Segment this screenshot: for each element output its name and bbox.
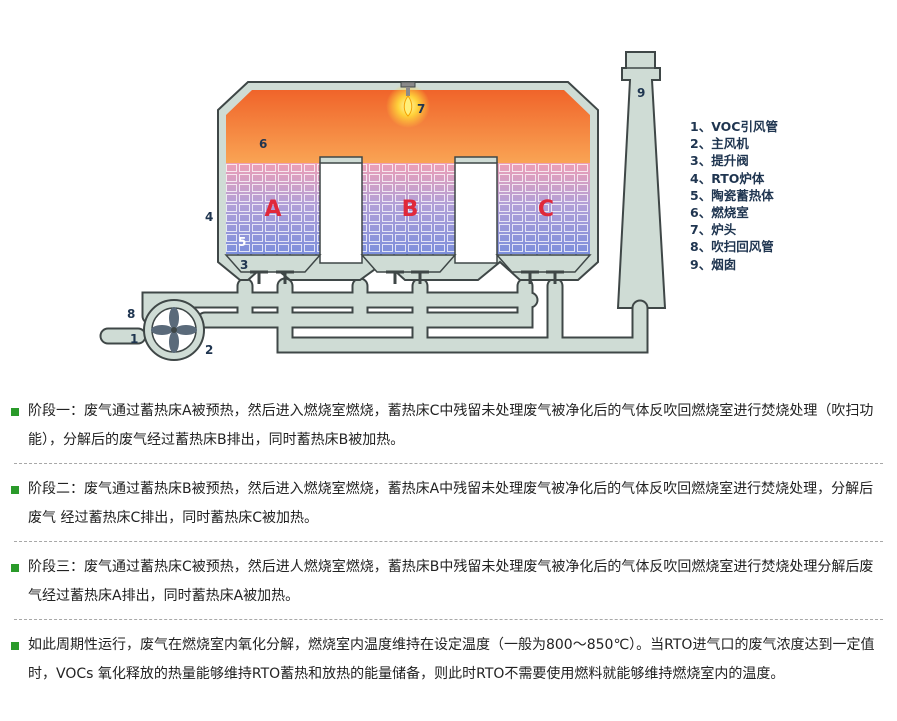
component-legend: 1、VOC引风管 2、主风机 3、提升阀 4、RTO炉体 5、陶瓷蓄热体 6、燃… (690, 118, 778, 273)
step-2: 阶段二：废气通过蓄热床B被预热，然后进入燃烧室燃烧，蓄热床A中残留未处理废气被净… (0, 475, 897, 533)
callout-7: 7 (417, 102, 425, 116)
step-1-text: 阶段一：废气通过蓄热床A被预热，然后进入燃烧室燃烧，蓄热床C中残留未处理废气被净… (28, 403, 874, 448)
legend-item: 6、燃烧室 (690, 204, 749, 220)
green-square-bullet-icon (11, 564, 19, 572)
callout-1: 1 (130, 332, 138, 346)
step-4-text: 如此周期性运行，废气在燃烧室内氧化分解，燃烧室内温度维持在设定温度（一般为800… (28, 637, 875, 682)
legend-item: 9、烟囱 (690, 256, 737, 272)
legend-item: 8、吹扫回风管 (690, 239, 774, 255)
chimney (616, 51, 667, 309)
green-square-bullet-icon (11, 408, 19, 416)
step-3: 阶段三：废气通过蓄热床C被预热，然后进人燃烧室燃烧，蓄热床B中残留未处理废气被净… (0, 553, 897, 611)
bed-label-b: B (402, 197, 419, 222)
callout-5: 5 (238, 235, 246, 249)
legend-item: 1、VOC引风管 (690, 119, 778, 134)
green-square-bullet-icon (11, 642, 19, 650)
legend-item: 3、提升阀 (690, 153, 749, 169)
callout-2: 2 (205, 343, 213, 357)
piping (99, 277, 649, 354)
legend-item: 2、主风机 (690, 136, 749, 152)
dashed-divider (14, 463, 883, 464)
step-4: 如此周期性运行，废气在燃烧室内氧化分解，燃烧室内温度维持在设定温度（一般为800… (0, 631, 897, 689)
callout-4: 4 (205, 210, 213, 224)
process-steps: 阶段一：废气通过蓄热床A被预热，然后进入燃烧室燃烧，蓄热床C中残留未处理废气被净… (0, 397, 897, 689)
legend-item: 7、炉头 (690, 222, 737, 238)
step-1: 阶段一：废气通过蓄热床A被预热，然后进入燃烧室燃烧，蓄热床C中残留未处理废气被净… (0, 397, 897, 455)
rto-diagram: A B C 1 2 3 4 5 6 7 8 9 (99, 51, 667, 361)
lift-valves (250, 270, 564, 284)
callout-9: 9 (637, 86, 645, 100)
callout-6: 6 (259, 137, 267, 151)
step-2-text: 阶段二：废气通过蓄热床B被预热，然后进入燃烧室燃烧，蓄热床A中残留未处理废气被净… (28, 481, 874, 526)
callout-3: 3 (240, 258, 248, 272)
bed-label-a: A (264, 197, 281, 222)
dashed-divider (14, 541, 883, 542)
burner (386, 81, 430, 128)
step-3-text: 阶段三：废气通过蓄热床C被预热，然后进人燃烧室燃烧，蓄热床B中残留未处理废气被净… (28, 559, 874, 604)
callout-8: 8 (127, 307, 135, 321)
legend-item: 5、陶瓷蓄热体 (690, 187, 774, 203)
main-fan (143, 299, 205, 361)
bed-label-c: C (538, 197, 554, 222)
rto-body (217, 81, 599, 281)
legend-item: 4、RTO炉体 (690, 170, 765, 186)
dashed-divider (14, 619, 883, 620)
green-square-bullet-icon (11, 486, 19, 494)
